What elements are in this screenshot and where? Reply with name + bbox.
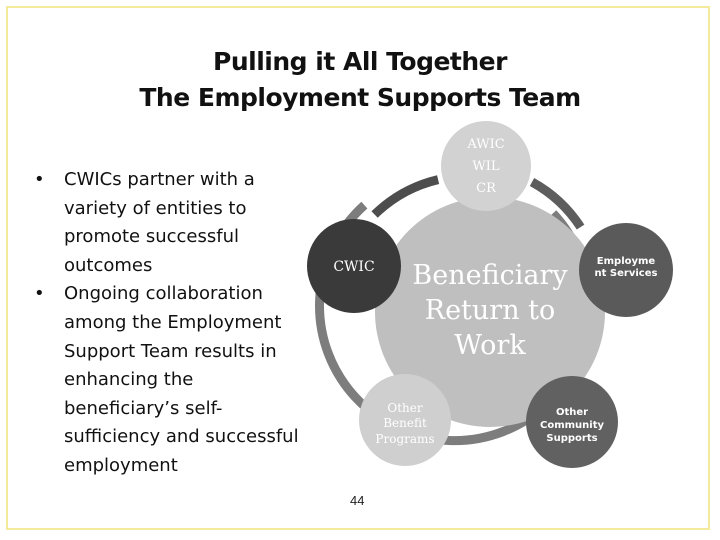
benefit-label-line: Benefit <box>383 416 427 430</box>
cycle-arrow-segment <box>529 178 585 230</box>
awic-label-line: WIL <box>472 159 499 174</box>
slide-frame <box>6 6 710 530</box>
community-label-line: Community <box>540 420 604 431</box>
bullet-item: Ongoing collaboration among the Employme… <box>34 280 314 480</box>
slide-title: Pulling it All Together The Employment S… <box>0 44 720 116</box>
node-awic <box>441 121 531 211</box>
employment-label-line: nt Services <box>595 268 658 279</box>
community-label-line: Supports <box>546 433 597 444</box>
node-benefit <box>359 374 451 466</box>
node-cwic <box>307 219 401 313</box>
cycle-arrow-segment <box>371 175 440 218</box>
cwic-label: CWIC <box>333 259 374 275</box>
title-line-2: The Employment Supports Team <box>139 83 581 112</box>
bullet-list: CWICs partner with a variety of entities… <box>34 166 314 481</box>
benefit-label-line: Programs <box>375 432 434 446</box>
awic-label-line: CR <box>476 181 497 196</box>
employment-label-line: Employme <box>597 256 656 267</box>
title-line-1: Pulling it All Together <box>213 47 507 76</box>
bullet-item: CWICs partner with a variety of entities… <box>34 166 314 280</box>
center-circle <box>375 197 605 427</box>
center-label-line: Beneficiary <box>412 260 568 291</box>
community-label-line: Other <box>556 407 588 418</box>
awic-label-line: AWIC <box>466 137 504 152</box>
benefit-label-line: Other <box>387 401 422 415</box>
node-employment <box>579 223 673 317</box>
center-label-line: Return to <box>425 295 556 326</box>
center-label-line: Work <box>454 330 526 361</box>
page-number: 44 <box>350 493 365 508</box>
node-community <box>526 376 618 468</box>
